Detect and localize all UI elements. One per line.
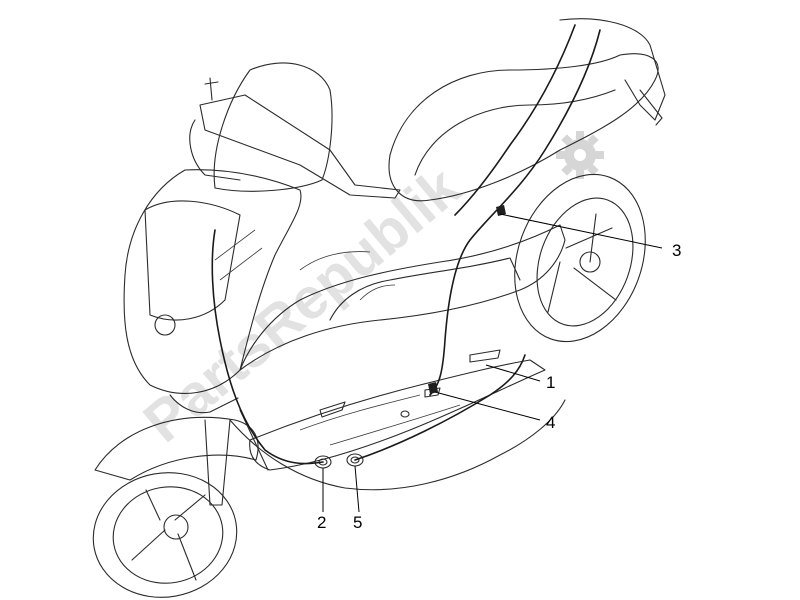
scooter-drawing (92, 18, 666, 598)
callout-2: 2 (317, 513, 326, 532)
watermark-text: PartsRepublik (132, 154, 473, 455)
front-shield (123, 169, 302, 394)
floorboard (249, 359, 546, 471)
seat (388, 53, 659, 202)
callout-4: 4 (546, 413, 555, 432)
callout-3: 3 (672, 241, 681, 260)
cable-harness (211, 24, 601, 465)
callout-labels: 1 2 3 4 5 (317, 241, 681, 532)
side-panel (239, 224, 566, 371)
callout-leaders (322, 213, 663, 513)
front-wheel (92, 416, 259, 598)
callout-5: 5 (353, 513, 362, 532)
gear-icon (556, 131, 604, 179)
callout-1: 1 (546, 373, 555, 392)
rear-wheel (514, 173, 646, 343)
windscreen (213, 62, 333, 192)
